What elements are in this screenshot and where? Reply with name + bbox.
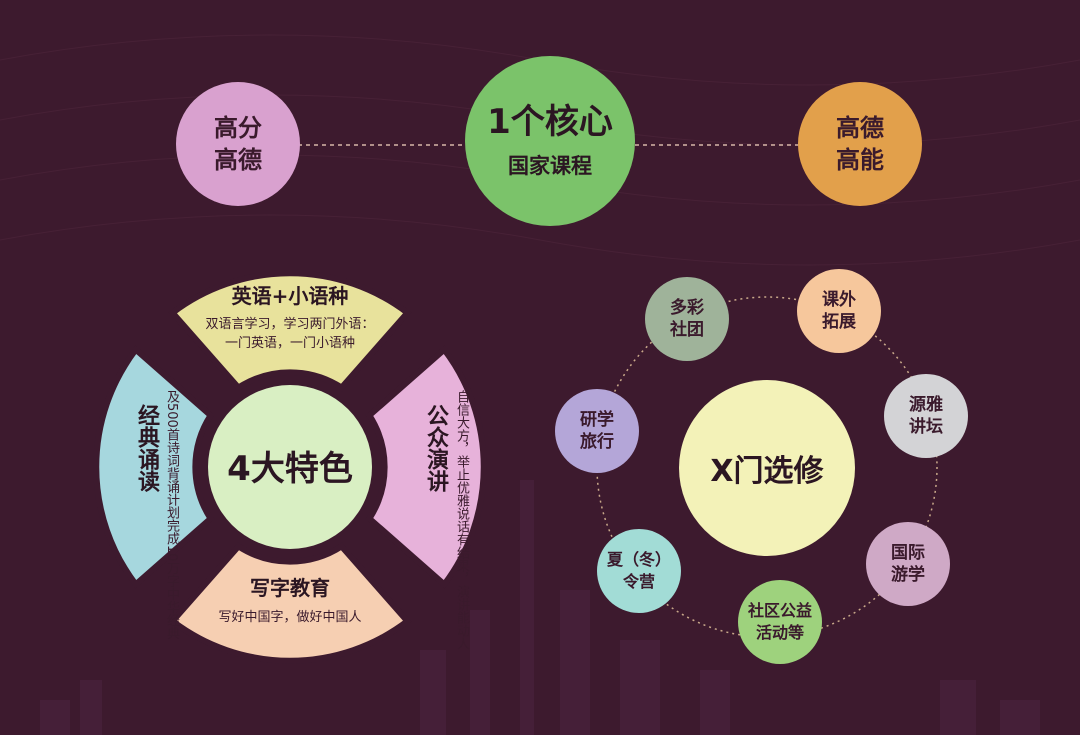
elective-item-line2: 旅行 <box>580 432 614 452</box>
speech-title-line2: 演讲 <box>423 448 448 492</box>
elective-extension: 课外 拓展 <box>797 269 881 353</box>
feature-segment-speech <box>365 345 487 589</box>
high-score-high-virtue-circle: 高分 高德 <box>176 82 300 206</box>
classics-desc: 及500首诗词背诵计划完成10万字中华经典 <box>162 390 180 639</box>
features-center-label: 4大特色 <box>227 449 353 489</box>
left-circle-line2: 高德 <box>214 146 262 174</box>
speech-title: 公众演讲 <box>422 404 448 492</box>
feature-segment-english <box>168 270 412 392</box>
classics-title: 经典诵读 <box>133 404 159 492</box>
classics-title-line2: 诵读 <box>134 448 159 492</box>
english-title: 英语+小语种 <box>232 284 349 308</box>
high-virtue-high-ability-circle: 高德 高能 <box>798 82 922 206</box>
left-circle-line1: 高分 <box>214 114 262 142</box>
right-circle-line1: 高德 <box>836 114 884 142</box>
classics-title-line1: 经典 <box>134 404 159 448</box>
speech-title-line1: 公众 <box>423 404 448 448</box>
elective-item-line2: 讲坛 <box>909 417 943 437</box>
english-desc-line2: 一门英语，一门小语种 <box>225 336 355 351</box>
elective-item-line1: 源雅 <box>909 395 943 415</box>
elective-item-line2: 活动等 <box>755 623 804 642</box>
electives-center-label: X门选修 <box>710 454 824 489</box>
elective-item-line1: 研学 <box>580 410 614 430</box>
elective-item-line2: 社团 <box>670 320 704 340</box>
elective-item-line1: 国际 <box>891 543 925 563</box>
elective-clubs: 多彩 社团 <box>645 277 729 361</box>
elective-community-service: 社区公益 活动等 <box>738 580 822 664</box>
elective-item-line2: 游学 <box>891 565 925 585</box>
feature-segment-writing <box>168 542 412 664</box>
speech-desc-line2: 说话有结果，演讲能动人 <box>454 507 469 650</box>
english-desc-line1: 双语言学习，学习两门外语： <box>205 316 374 332</box>
writing-title: 写字教育 <box>250 576 330 600</box>
right-circle-line2: 高能 <box>836 146 884 174</box>
elective-item-line1: 多彩 <box>670 298 704 318</box>
classics-desc-line2: 计划完成10万字中华经典 <box>164 492 179 640</box>
electives-center-circle: X门选修 <box>679 380 855 556</box>
core-title: 1个核心 <box>487 102 613 142</box>
elective-item-line1: 夏（冬） <box>606 550 671 569</box>
core-subtitle: 国家课程 <box>508 154 592 178</box>
elective-study-travel: 研学 旅行 <box>555 389 639 473</box>
elective-forum: 源雅 讲坛 <box>884 374 968 458</box>
writing-desc-line1: 写好中国字，做好中国人 <box>218 610 361 625</box>
elective-camp: 夏（冬） 令营 <box>597 529 681 613</box>
elective-item-line1: 课外 <box>822 290 856 310</box>
elective-item-line2: 令营 <box>622 572 655 591</box>
core-curriculum-circle: 1个核心 国家课程 <box>465 56 635 226</box>
speech-desc-line1: 自信大方，举止优雅 <box>454 390 469 507</box>
classics-desc-line1: 及500首诗词背诵 <box>164 390 179 493</box>
elective-item-line1: 社区公益 <box>747 601 812 620</box>
features-center-circle <box>208 385 372 549</box>
feature-segment-classics <box>93 345 215 589</box>
elective-international-study: 国际 游学 <box>866 522 950 606</box>
speech-desc: 自信大方，举止优雅说话有结果，演讲能动人 <box>452 390 470 650</box>
elective-item-line2: 拓展 <box>822 312 856 332</box>
